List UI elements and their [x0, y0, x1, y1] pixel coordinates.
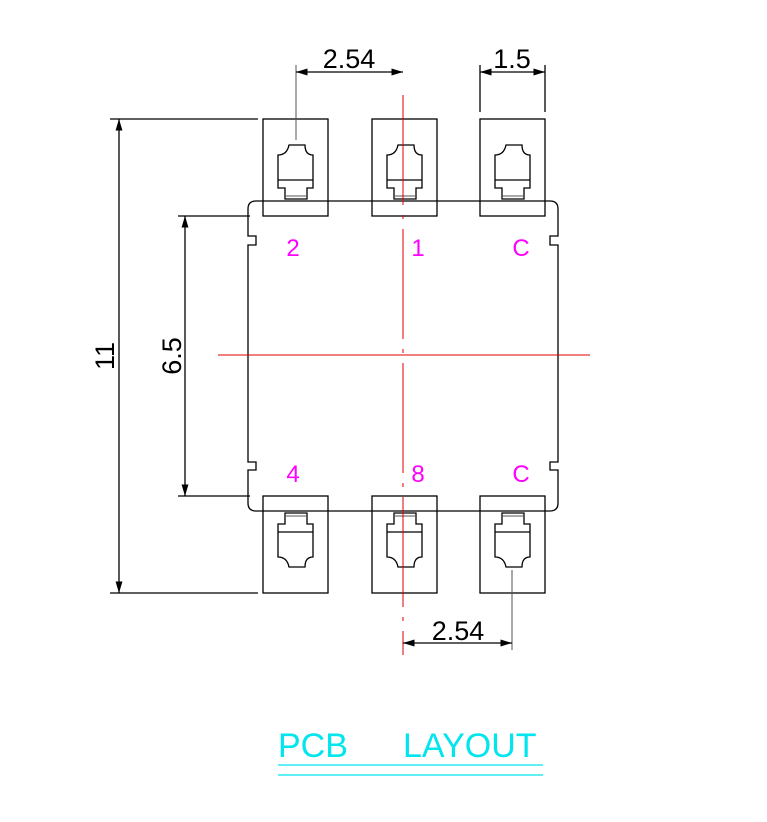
dimension-label: 1.5 — [493, 44, 531, 74]
dimension-pitch-top: 2.54 — [295, 44, 403, 140]
title-word-pcb: PCB — [278, 727, 348, 765]
dimension-label: 11 — [90, 342, 120, 370]
pin-label-8: 8 — [411, 461, 424, 488]
title-word-layout: LAYOUT — [403, 727, 537, 765]
dimension-label: 6.5 — [157, 337, 187, 375]
dimension-body-span: 6.5 — [157, 215, 250, 497]
dimension-overall-length: 11 — [90, 118, 258, 594]
drawing-title: PCB LAYOUT — [278, 727, 543, 776]
dimension-label: 2.54 — [432, 616, 485, 646]
pin-label-4: 4 — [286, 461, 299, 488]
dimension-pad-width: 1.5 — [479, 44, 546, 112]
pin-label-1: 1 — [411, 235, 424, 262]
pin-label-c-top: C — [512, 235, 529, 262]
dimension-label: 2.54 — [323, 44, 376, 74]
pin-label-2: 2 — [286, 235, 299, 262]
component-body-outline — [247, 200, 559, 512]
dimension-pitch-bottom: 2.54 — [403, 570, 513, 650]
pin-label-c-bottom: C — [512, 461, 529, 488]
